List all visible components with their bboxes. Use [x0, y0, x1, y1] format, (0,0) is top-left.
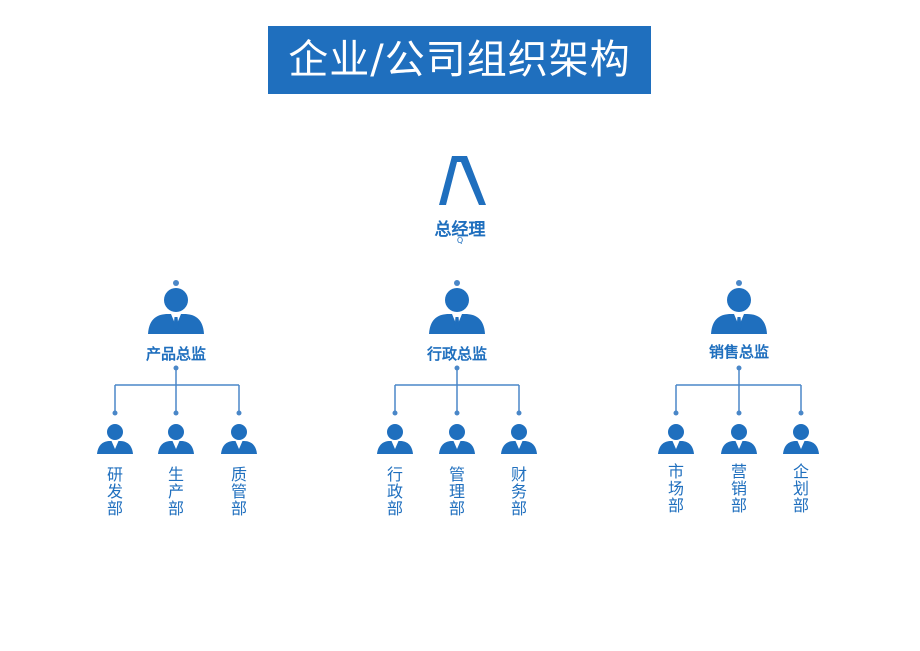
- department-label: 市场部: [667, 462, 684, 515]
- director-label: 销售总监: [708, 343, 769, 361]
- department-avatar-icon: [221, 424, 257, 454]
- connector-group-2: [394, 368, 520, 413]
- department-label: 行政部: [386, 465, 403, 518]
- connector-group-1: [114, 368, 240, 413]
- director-avatar-icon: [148, 288, 204, 334]
- department-avatar-icon: [377, 424, 413, 454]
- department-label: 管理部: [448, 465, 465, 518]
- director-top-dots: [173, 280, 742, 286]
- department-avatar-icon: [158, 424, 194, 454]
- department-avatar-icon: [721, 424, 757, 454]
- department-avatar-icon: [783, 424, 819, 454]
- department-avatar-icon: [501, 424, 537, 454]
- department-avatar-icon: [658, 424, 694, 454]
- department-label: 质管部: [230, 465, 247, 518]
- department-label: 企划部: [792, 462, 809, 515]
- director-label: 产品总监: [145, 345, 206, 363]
- department-label: 生产部: [167, 465, 184, 518]
- ceo-label: 总经理: [434, 220, 486, 240]
- title-banner: 企业/公司组织架构图: [268, 26, 651, 151]
- connector-dots: [112, 365, 804, 416]
- department-label: 研发部: [106, 465, 123, 518]
- director-avatar-icon: [711, 288, 767, 334]
- department-avatar-icon: [439, 424, 475, 454]
- department-label: 财务部: [510, 465, 527, 518]
- director-avatar-icon: [429, 288, 485, 334]
- connector-group-3: [675, 368, 802, 413]
- department-label: 营销部: [730, 462, 747, 515]
- ceo-sub-label: Q: [456, 236, 464, 245]
- chevron-up-icon: [439, 156, 486, 205]
- director-label: 行政总监: [426, 345, 487, 363]
- department-avatar-icon: [97, 424, 133, 454]
